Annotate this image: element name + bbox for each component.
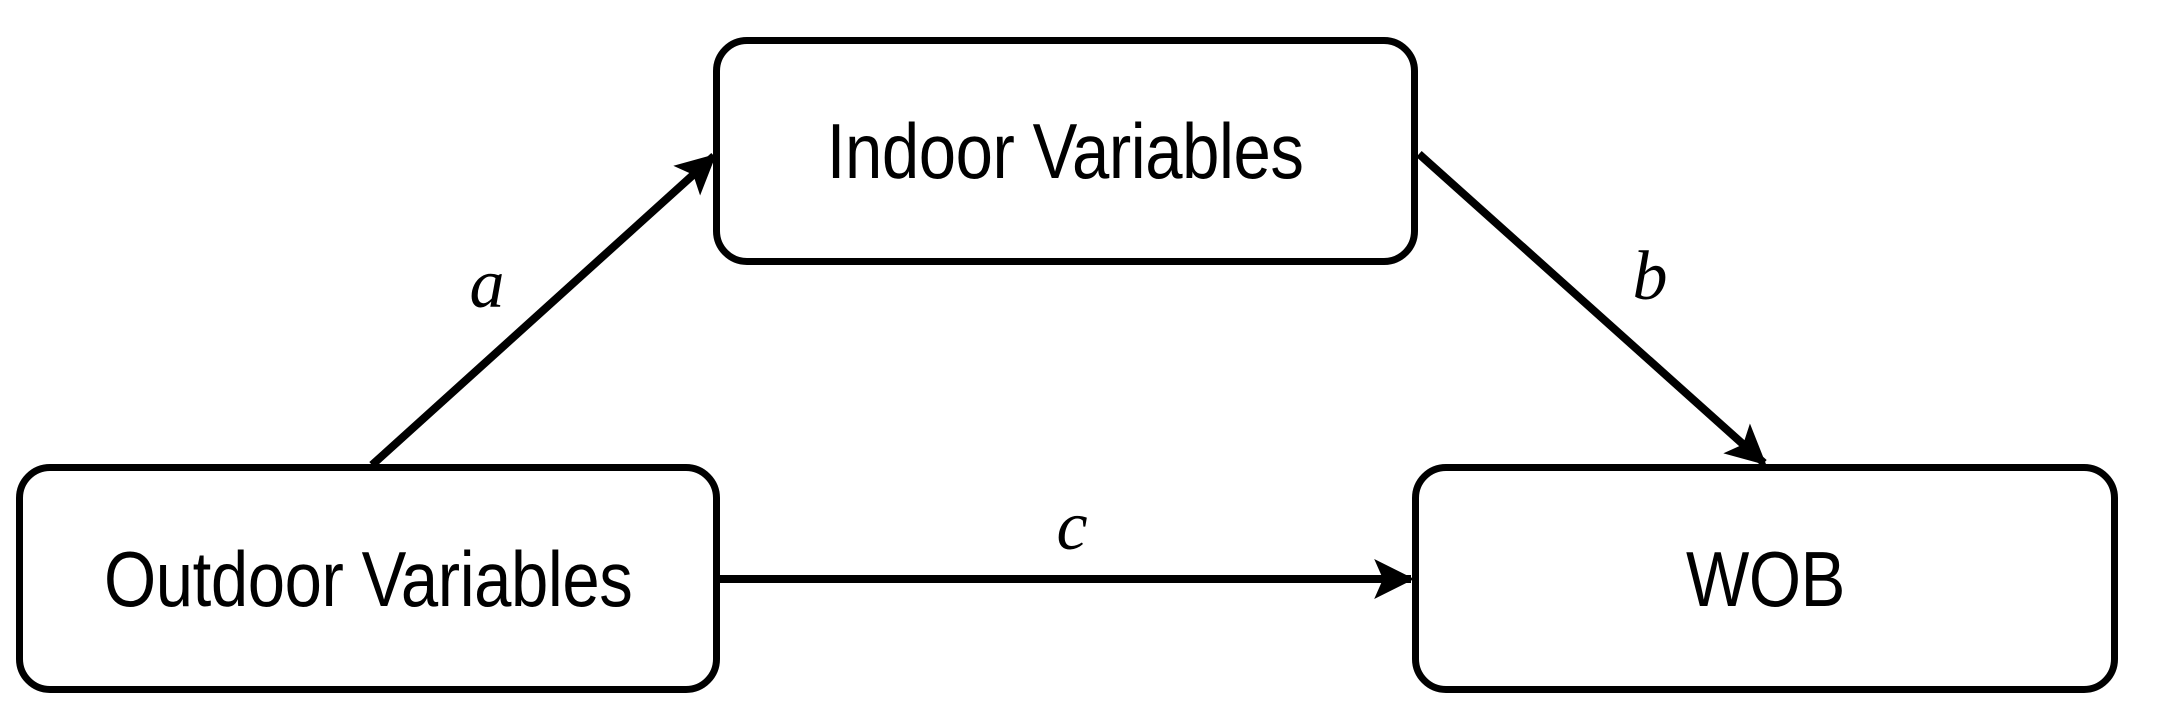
path-coefficient-b-label: b: [1632, 238, 1668, 315]
node-wob[interactable]: WOB: [1412, 464, 2118, 693]
node-outdoor-variables[interactable]: Outdoor Variables: [16, 464, 720, 693]
node-outdoor-variables-label: Outdoor Variables: [103, 534, 633, 623]
node-wob-label: WOB: [1685, 534, 1845, 623]
node-indoor-variables-label: Indoor Variables: [827, 107, 1304, 195]
node-indoor-variables[interactable]: Indoor Variables: [713, 37, 1418, 265]
path-coefficient-a-label: a: [469, 246, 505, 323]
path-coefficient-c-label: c: [1056, 488, 1088, 565]
edge-b-arrow: [1416, 151, 1767, 466]
edge-a-arrow: [369, 153, 717, 468]
